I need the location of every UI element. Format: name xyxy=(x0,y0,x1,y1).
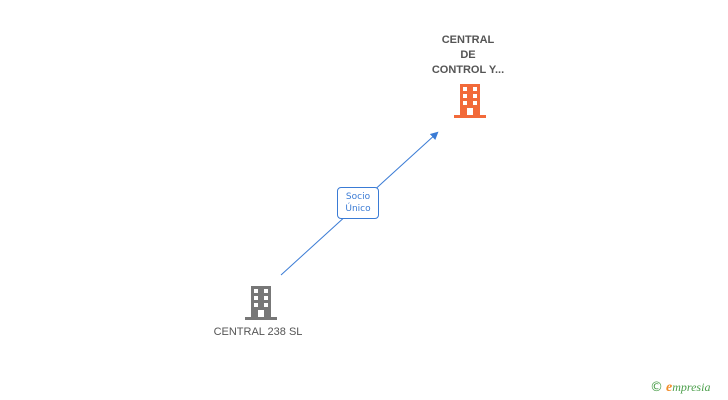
brand-name: mpresia xyxy=(672,380,711,394)
target-label-line-1: CENTRAL xyxy=(441,34,495,46)
relation-badge-line-2: Único xyxy=(345,204,371,214)
target-label-line-3: CONTROL Y... xyxy=(431,64,505,76)
relation-badge-line-1: Socio xyxy=(345,192,371,202)
source-building-icon[interactable] xyxy=(245,286,277,320)
empresia-logo: ©empresia xyxy=(650,380,710,396)
target-label-line-2: DE xyxy=(460,49,476,61)
source-company-label[interactable]: CENTRAL 238 SL xyxy=(213,326,303,338)
target-building-icon[interactable] xyxy=(454,84,486,118)
brand-initial: e xyxy=(666,380,673,395)
relation-badge[interactable]: Socio Único xyxy=(337,187,379,219)
copyright-symbol: © xyxy=(650,380,663,395)
target-company-label[interactable]: CENTRAL DE CONTROL Y... xyxy=(408,33,528,78)
